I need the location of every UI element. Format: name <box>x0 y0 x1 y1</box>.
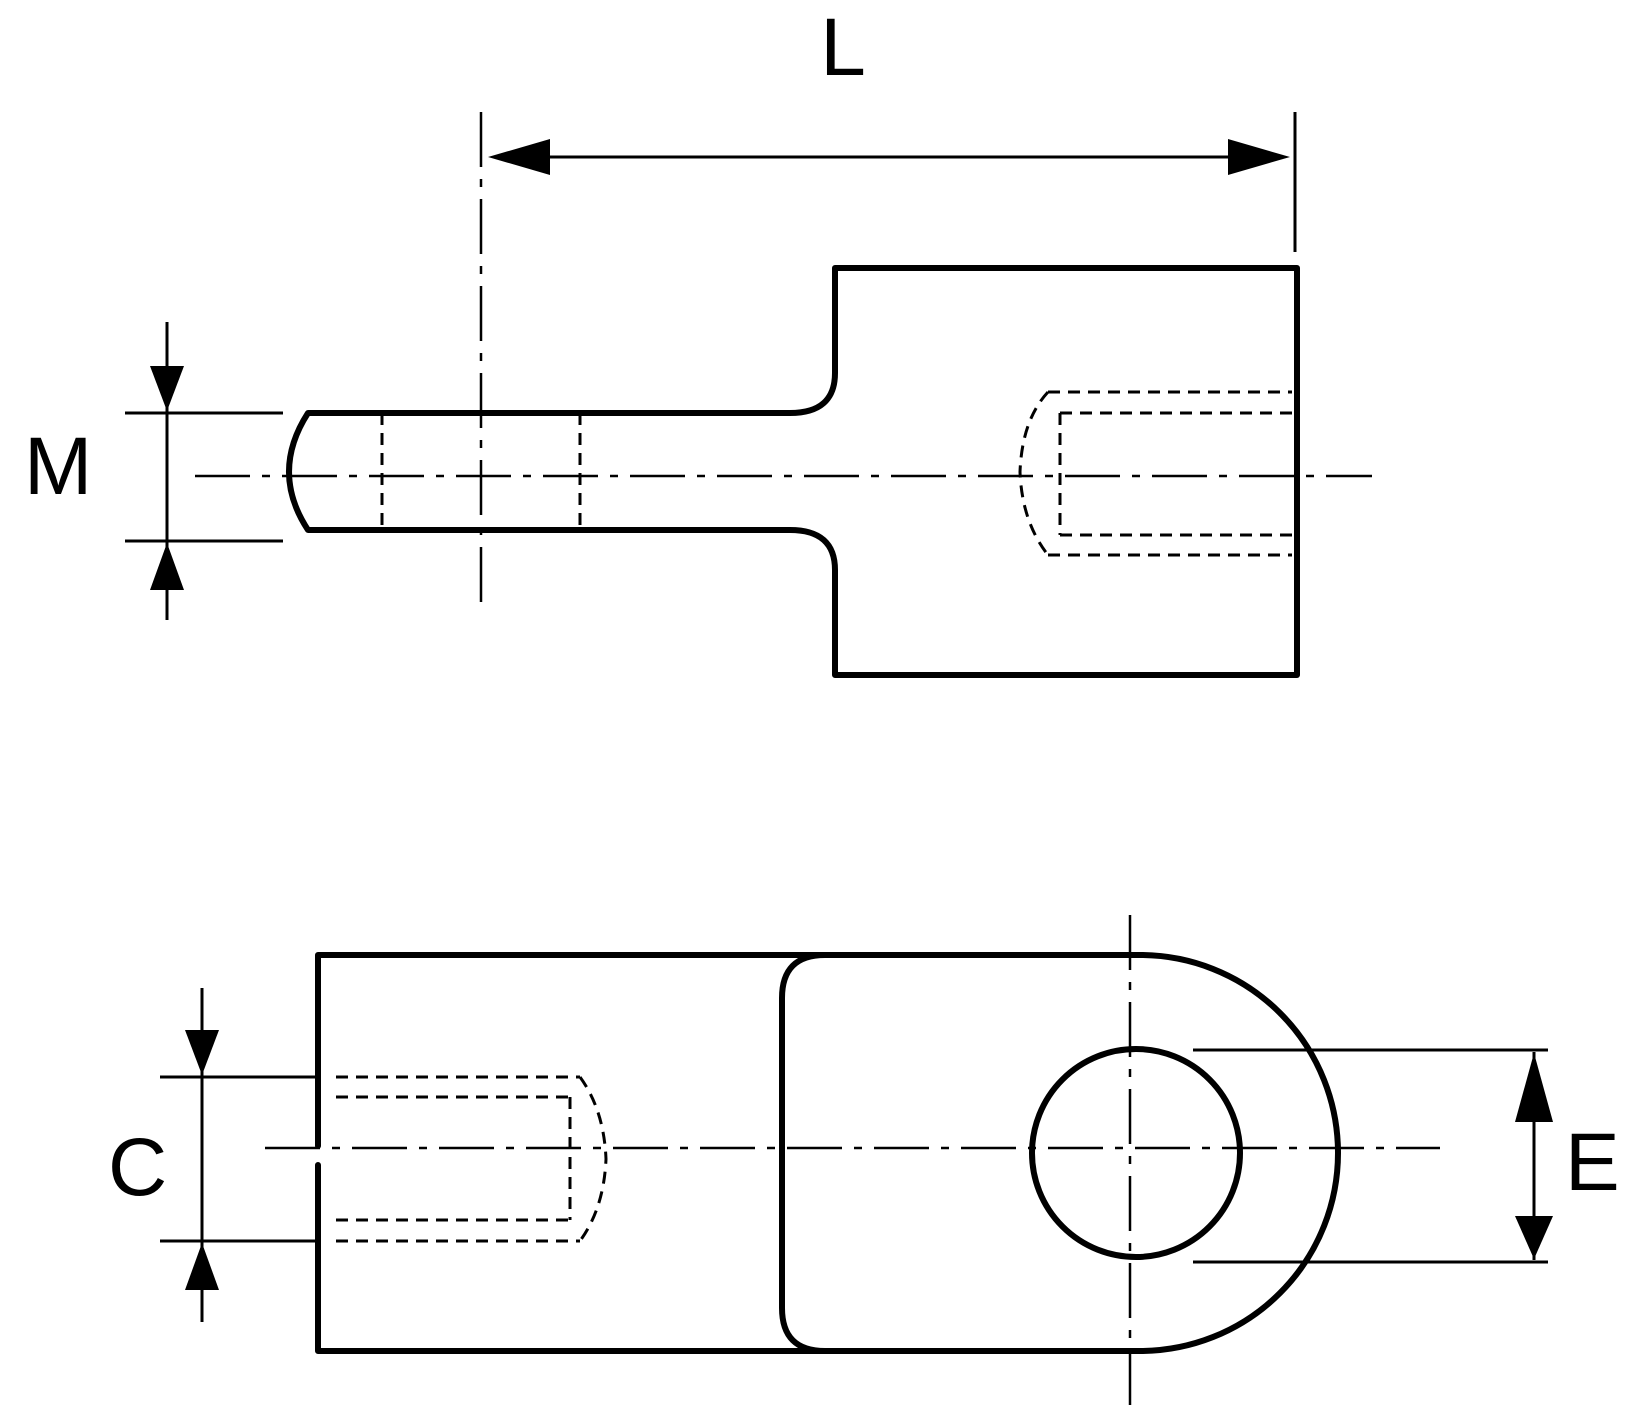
side-view-outline <box>286 265 1300 678</box>
slot-inner-edge <box>779 952 828 1354</box>
length-arrow-right-icon <box>1228 139 1290 175</box>
slot-arrow-up-icon <box>185 1243 219 1290</box>
plan-view-hidden-bore <box>336 1075 608 1243</box>
side-view-hidden-bore <box>1018 390 1292 557</box>
slot-label: C <box>108 1122 167 1213</box>
thread-label: M <box>24 421 92 512</box>
hole-label: E <box>1565 1117 1620 1208</box>
hole-arrow-up-icon <box>1515 1053 1553 1122</box>
slot-arrow-down-icon <box>185 1030 219 1075</box>
length-label: L <box>820 2 866 93</box>
thread-dimension: M <box>24 322 283 620</box>
hole-arrow-down-icon <box>1515 1216 1553 1259</box>
thread-arrow-down-icon <box>150 366 184 411</box>
plan-view: C E <box>108 915 1620 1417</box>
hole-dimension: E <box>1193 1048 1620 1264</box>
pin-hole <box>1029 1046 1243 1260</box>
plan-view-outline <box>315 952 1341 1354</box>
slot-dimension: C <box>108 988 316 1322</box>
thread-arrow-up-icon <box>150 543 184 590</box>
length-arrow-left-icon <box>488 139 550 175</box>
length-dimension: L <box>488 2 1297 252</box>
side-view: L M <box>24 2 1372 678</box>
